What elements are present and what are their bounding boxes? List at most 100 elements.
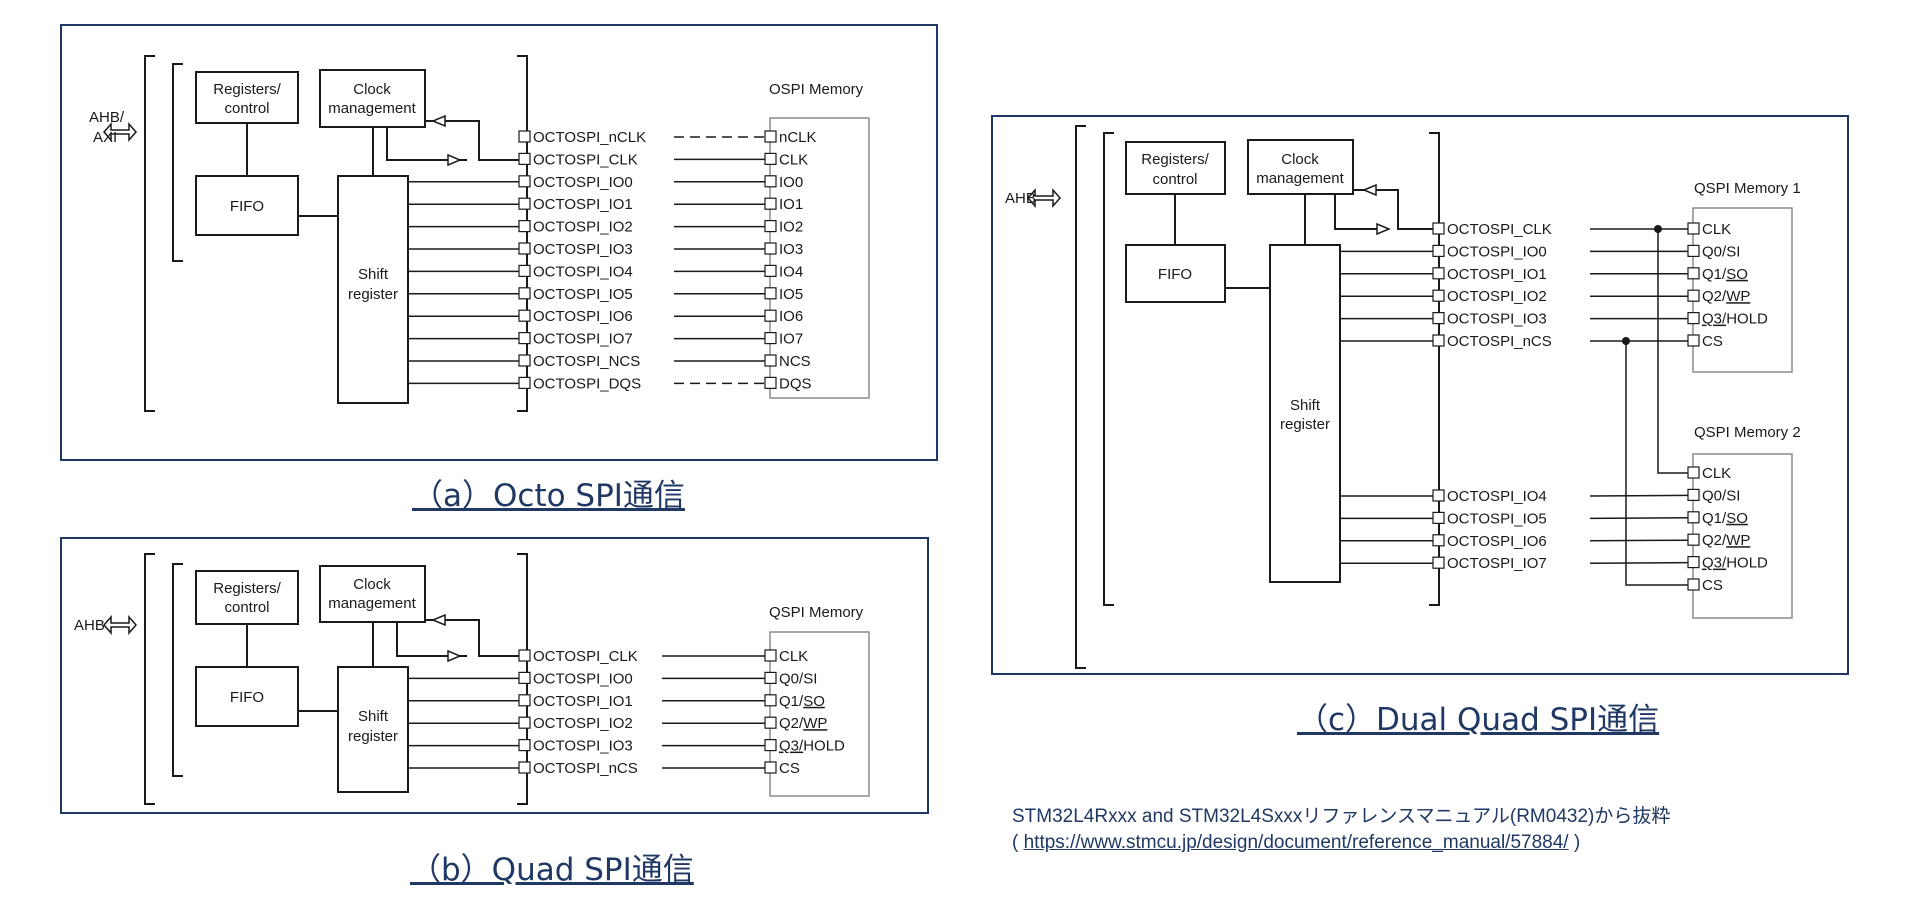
octospi-pin-label: OCTOSPI_IO6 (1447, 533, 1547, 550)
pin-square-icon (1687, 312, 1700, 325)
pin-square-icon (764, 197, 777, 210)
octospi-pin-label: OCTOSPI_IO5 (1447, 510, 1547, 527)
memory-pin-label: CS (1702, 333, 1723, 350)
octospi-pin-label: OCTOSPI_nCS (1447, 333, 1552, 350)
octospi-pin-label: OCTOSPI_IO0 (533, 670, 633, 687)
shared-clk-wire (1657, 229, 1688, 474)
pin-square-icon (764, 287, 777, 300)
pin-square-icon (1687, 578, 1700, 591)
pin-square-icon (1687, 466, 1700, 479)
octospi-pin-label: OCTOSPI_IO4 (533, 263, 633, 280)
close-paren: ) (1568, 832, 1581, 853)
pin-square-icon (518, 761, 531, 774)
pin-square-icon (764, 175, 777, 188)
memory-pin-label: Q2/WP (1702, 532, 1750, 549)
ospi-memory-box (769, 117, 870, 399)
clock-box (1247, 139, 1354, 195)
memory-pin-label: Q1/SO (779, 693, 825, 710)
clock-label: management (328, 595, 416, 612)
registers-label: Registers/ (213, 81, 281, 98)
pin-square-icon (1687, 556, 1700, 569)
bus-arrow-icon (103, 122, 137, 142)
memory-pin-label: Q0/SI (779, 670, 817, 687)
pin-square-icon (518, 287, 531, 300)
host-label: AXI (93, 129, 117, 146)
memory-pin-label: IO2 (779, 219, 803, 236)
octospi-pin-label: OCTOSPI_IO7 (533, 331, 633, 348)
outer-bus-bracket (144, 553, 155, 805)
junction-dot-icon (1654, 225, 1662, 233)
memory-pin-label: Q3/HOLD (779, 738, 845, 755)
octospi-pin-label: OCTOSPI_IO0 (1447, 243, 1547, 260)
qspi-memory-box (769, 631, 870, 797)
pin-square-icon (764, 694, 777, 707)
memory-pin-label: CLK (779, 151, 808, 168)
right-bracket (1429, 132, 1440, 606)
octospi-pin-label: OCTOSPI_nCS (533, 760, 638, 777)
registers-label: control (224, 599, 269, 616)
fifo-label: FIFO (230, 198, 264, 215)
pin-square-icon (518, 694, 531, 707)
outer-bus-bracket (144, 55, 155, 412)
source-text: STM32L4Rxxx and STM32L4Sxxxリファレンスマニュアル(R… (1012, 806, 1671, 827)
octospi-pin-label: OCTOSPI_IO0 (533, 174, 633, 191)
memory-pin-label: IO6 (779, 308, 803, 325)
pin-square-icon (518, 649, 531, 662)
right-bracket (517, 55, 528, 412)
octospi-pin-label: OCTOSPI_IO1 (1447, 266, 1547, 283)
pin-square-icon (1432, 312, 1445, 325)
pin-square-icon (518, 376, 531, 389)
shift-register-label: Shift (358, 266, 389, 283)
pin-square-icon (1687, 244, 1700, 257)
registers-label: Registers/ (1141, 151, 1209, 168)
registers-label: control (224, 100, 269, 117)
memory-pin-label: Q2/WP (1702, 288, 1750, 305)
pin-square-icon (764, 264, 777, 277)
shift-register-label: register (348, 286, 398, 303)
bus-arrow-icon (1027, 188, 1061, 208)
memory-pin-label: nCLK (779, 129, 817, 146)
octospi-pin-label: OCTOSPI_IO4 (1447, 488, 1547, 505)
memory-pin-label: Q0/SI (1702, 243, 1740, 260)
panel-dual-quad-spi: AHB Registers/ control Clock management … (991, 115, 1849, 675)
pin-square-icon (764, 761, 777, 774)
pin-square-icon (764, 354, 777, 367)
memory-pin-label: CLK (1702, 465, 1731, 482)
memory-pin-label: Q2/WP (779, 715, 827, 732)
pin-square-icon (1687, 533, 1700, 546)
pin-square-icon (1687, 289, 1700, 302)
signal-wire (1589, 517, 1689, 520)
memory-pin-label: Q0/SI (1702, 487, 1740, 504)
memory-pin-label: Q3/HOLD (1702, 311, 1768, 328)
octospi-pin-label: OCTOSPI_NCS (533, 353, 640, 370)
shift-register-label: register (348, 728, 398, 745)
clock-label: Clock (353, 576, 391, 593)
reference-manual-link[interactable]: https://www.stmcu.jp/design/document/ref… (1023, 832, 1569, 853)
shift-register-label: register (1280, 416, 1330, 433)
memory-2-title: QSPI Memory 2 (1694, 424, 1801, 441)
octo-spi-diagram: AHB/ AXI Registers/ control Clock manage… (89, 55, 870, 412)
pin-square-icon (1687, 334, 1700, 347)
memory-pin-label: CS (779, 760, 800, 777)
pin-square-icon (518, 130, 531, 143)
pin-square-icon (1432, 534, 1445, 547)
pin-square-icon (764, 152, 777, 166)
pin-square-icon (518, 152, 531, 166)
shift-register-label: Shift (1290, 397, 1321, 414)
memory-pin-label: IO1 (779, 196, 803, 213)
host-label: AHB (74, 617, 105, 634)
pin-square-icon (518, 739, 531, 752)
memory-pin-label: Q1/SO (1702, 510, 1748, 527)
pin-square-icon (518, 354, 531, 367)
pin-square-icon (1687, 511, 1700, 524)
pin-square-icon (518, 716, 531, 729)
octospi-pin-label: OCTOSPI_IO3 (533, 738, 633, 755)
caption-dual-quad-spi: （c）Dual Quad SPI通信 (1297, 702, 1660, 738)
clock-label: Clock (353, 81, 391, 98)
memory-pin-label: CLK (1702, 221, 1731, 238)
pin-square-icon (1432, 556, 1445, 569)
pin-square-icon (1687, 222, 1700, 235)
pin-square-icon (518, 332, 531, 345)
host-label: AHB/ (89, 109, 125, 126)
pin-square-icon (518, 264, 531, 277)
